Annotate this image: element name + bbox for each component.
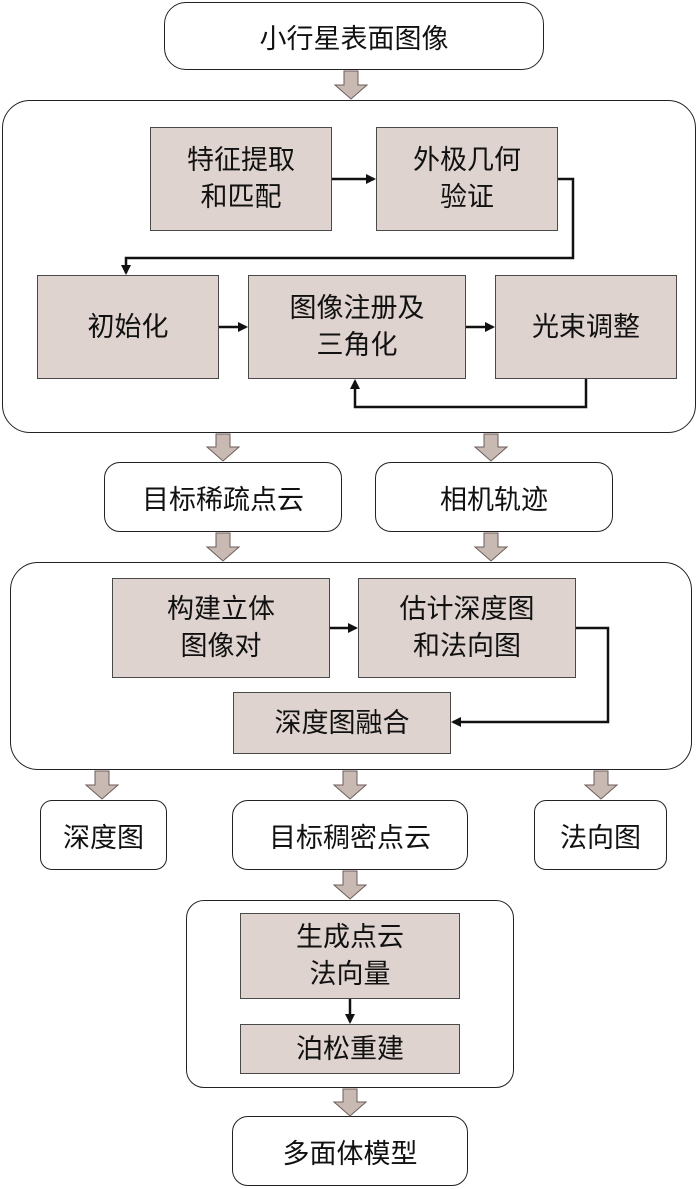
estimate-maps-label: 估计深度图 和法向图 xyxy=(399,594,535,662)
arrow-bundle-to-register xyxy=(350,379,588,409)
flow-arrow-sparse-to-mvs xyxy=(205,532,241,562)
register-triangulate-node: 图像注册及 三角化 xyxy=(248,275,466,379)
depth-map-label: 深度图 xyxy=(63,822,144,854)
depth-fusion-node: 深度图融合 xyxy=(233,692,451,754)
polyhedron-node: 多面体模型 xyxy=(232,1116,468,1186)
flow-arrow-dense-to-surface xyxy=(332,870,368,900)
arrow-epipolar-to-init xyxy=(121,177,575,275)
camera-traj-label: 相机轨迹 xyxy=(440,484,548,516)
normal-map-label: 法向图 xyxy=(560,822,641,854)
poisson-node: 泊松重建 xyxy=(240,1024,460,1074)
asteroid-images-node: 小行星表面图像 xyxy=(164,2,544,70)
dense-cloud-node: 目标稠密点云 xyxy=(232,800,468,870)
epipolar-verify-label: 外极几何 验证 xyxy=(413,145,521,213)
dense-cloud-label: 目标稠密点云 xyxy=(269,822,431,854)
depth-map-node: 深度图 xyxy=(40,800,167,870)
arrow-estimate-to-fusion xyxy=(451,626,610,727)
bundle-adjust-label: 光束调整 xyxy=(532,311,640,343)
flow-arrow-surface-to-model xyxy=(332,1088,368,1117)
camera-traj-node: 相机轨迹 xyxy=(375,462,613,532)
flow-arrow-mvs-to-depth xyxy=(84,770,120,800)
flow-arrow-traj-to-mvs xyxy=(473,532,509,562)
register-triangulate-label: 图像注册及 三角化 xyxy=(289,293,425,361)
estimate-maps-node: 估计深度图 和法向图 xyxy=(358,578,576,678)
feature-extract-label: 特征提取 和匹配 xyxy=(187,145,295,213)
bundle-adjust-node: 光束调整 xyxy=(495,275,677,379)
flow-arrow-images-to-sfm xyxy=(333,70,369,100)
sparse-cloud-label: 目标稀疏点云 xyxy=(142,484,304,516)
feature-extract-node: 特征提取 和匹配 xyxy=(150,127,332,231)
poisson-label: 泊松重建 xyxy=(296,1033,404,1065)
depth-fusion-label: 深度图融合 xyxy=(274,707,410,739)
flow-arrow-mvs-to-normal xyxy=(583,770,619,800)
flow-arrow-sfm-to-sparse xyxy=(205,433,241,462)
stereo-pairs-node: 构建立体 图像对 xyxy=(112,578,330,678)
asteroid-images-label: 小行星表面图像 xyxy=(259,23,449,55)
normal-map-node: 法向图 xyxy=(534,800,667,870)
polyhedron-label: 多面体模型 xyxy=(282,1138,418,1170)
gen-normals-label: 生成点云 法向量 xyxy=(296,922,404,990)
sparse-cloud-node: 目标稀疏点云 xyxy=(104,462,342,532)
initialize-node: 初始化 xyxy=(37,275,219,379)
flow-arrow-sfm-to-traj xyxy=(473,433,509,462)
stereo-pairs-label: 构建立体 图像对 xyxy=(167,594,275,662)
epipolar-verify-node: 外极几何 验证 xyxy=(376,127,558,231)
initialize-label: 初始化 xyxy=(87,311,169,343)
flow-arrow-mvs-to-dense xyxy=(332,770,368,800)
gen-normals-node: 生成点云 法向量 xyxy=(240,913,460,999)
